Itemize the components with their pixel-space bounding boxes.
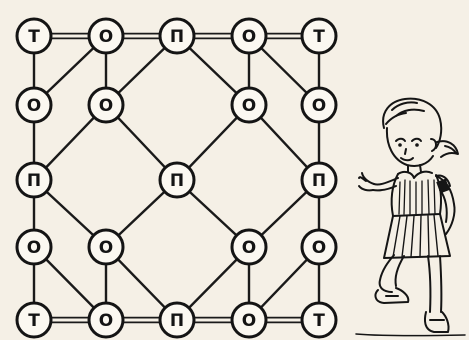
node-letter: О — [99, 238, 113, 258]
node-n-bot-2: О — [89, 303, 123, 337]
edge-n-top-3-n-row2-4 — [189, 48, 236, 93]
node-n-top-3: П — [160, 19, 194, 53]
edge-n-row4-1-n-bot-2 — [46, 259, 94, 308]
node-letter: Т — [28, 27, 40, 47]
node-letter: О — [99, 27, 113, 47]
edge-n-mid-1-n-row4-2 — [46, 192, 93, 236]
node-n-top-1: Т — [17, 19, 51, 53]
node-n-row2-1: О — [17, 88, 51, 122]
node-n-row2-5: О — [302, 88, 336, 122]
node-n-bot-5: Т — [302, 303, 336, 337]
edge-n-mid-5-n-row4-4 — [261, 192, 306, 235]
node-letter: О — [27, 96, 41, 116]
node-n-row2-4: О — [232, 88, 266, 122]
node-letter: Т — [313, 27, 325, 47]
edge-n-row2-4-n-mid-3 — [189, 117, 237, 167]
edge-n-row2-4-n-mid-5 — [261, 117, 308, 167]
node-letter: О — [312, 96, 326, 116]
node-letter: П — [27, 171, 41, 191]
node-letter: П — [312, 171, 326, 191]
girl-standing-leg — [428, 256, 430, 312]
girl-illustration — [356, 99, 465, 336]
girl-standing-shoe — [425, 312, 449, 332]
node-n-row4-5: О — [302, 230, 336, 264]
node-n-bot-3: П — [160, 303, 194, 337]
node-letter: Т — [313, 311, 325, 331]
node-n-row4-1: О — [17, 230, 51, 264]
node-letter: О — [242, 27, 256, 47]
node-n-mid-1: П — [17, 163, 51, 197]
node-n-mid-3: П — [160, 163, 194, 197]
edge-n-row4-4-n-bot-3 — [189, 259, 237, 308]
ground-line — [356, 334, 465, 336]
node-letter: Т — [28, 311, 40, 331]
edge-n-row4-2-n-bot-3 — [118, 259, 165, 308]
edge-n-mid-3-n-row4-4 — [189, 192, 236, 236]
node-n-row4-4: О — [232, 230, 266, 264]
node-letter: П — [170, 27, 184, 47]
node-letter: О — [242, 311, 256, 331]
edge-n-mid-3-n-row4-2 — [118, 192, 164, 236]
edge-n-top-2-n-row2-1 — [46, 48, 93, 93]
node-letter: П — [170, 311, 184, 331]
node-letter: О — [242, 96, 256, 116]
node-n-bot-1: Т — [17, 303, 51, 337]
node-n-mid-5: П — [302, 163, 336, 197]
node-n-top-4: О — [232, 19, 266, 53]
node-n-row2-2: О — [89, 88, 123, 122]
edge-n-row4-5-n-bot-4 — [261, 259, 307, 307]
node-letter: О — [312, 238, 326, 258]
edge-n-top-3-n-row2-2 — [118, 48, 165, 93]
edge-n-row2-2-n-mid-3 — [118, 117, 166, 167]
node-n-row4-2: О — [89, 230, 123, 264]
girl-collar — [398, 172, 432, 178]
node-letter: О — [99, 96, 113, 116]
girl-ponytail — [437, 141, 458, 157]
edge-n-row2-2-n-mid-1 — [46, 117, 94, 167]
edge-n-top-4-n-row2-5 — [261, 48, 307, 93]
node-letter: О — [27, 238, 41, 258]
puzzle-nodes: Т О П О Т О О О О П П П О О О О Т О П О Т — [17, 19, 336, 337]
node-n-bot-4: О — [232, 303, 266, 337]
node-letter: О — [99, 311, 113, 331]
girl-raised-leg — [380, 255, 394, 292]
node-letter: О — [242, 238, 256, 258]
node-n-top-2: О — [89, 19, 123, 53]
node-letter: П — [170, 171, 184, 191]
node-n-top-5: Т — [302, 19, 336, 53]
